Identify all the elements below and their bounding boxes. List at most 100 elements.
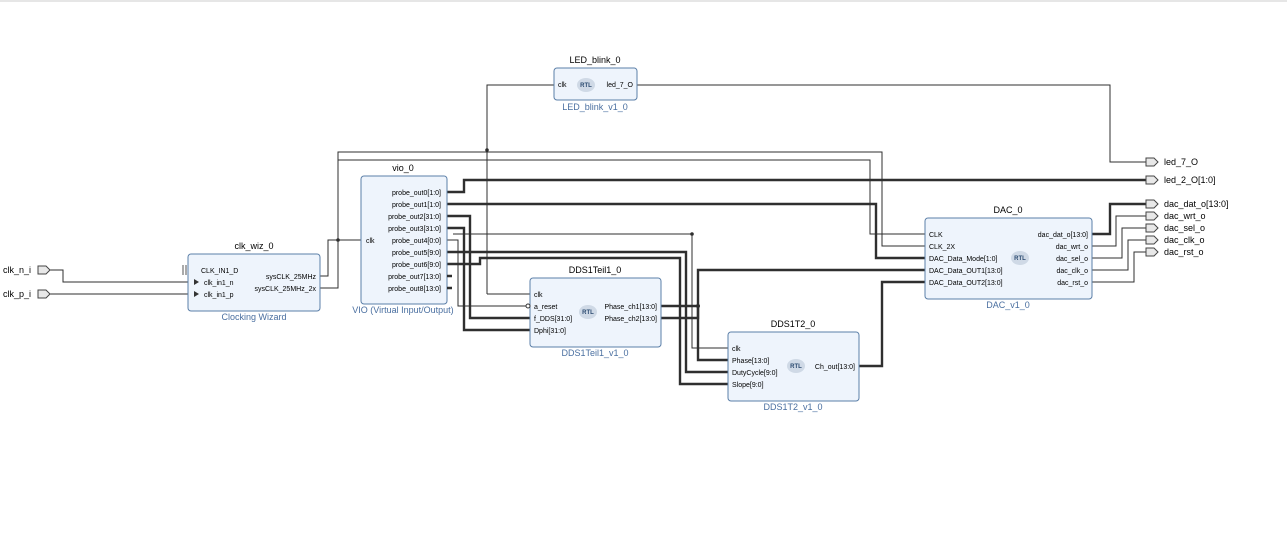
port-arrow-icon (1145, 175, 1159, 185)
wire-dac-dat (1092, 202, 1146, 236)
wire-clk-n (49, 269, 196, 283)
wire-dac-sel (1092, 227, 1146, 259)
svg-text:RTL: RTL (582, 310, 594, 316)
pin-clk: CLK (929, 232, 943, 239)
block-dac[interactable]: DAC_0 CLK CLK_2X DAC_Data_Mode[1:0] DAC_… (924, 205, 1093, 310)
port-label: led_2_O[1:0] (1164, 175, 1216, 185)
port-arrow-icon (1145, 247, 1159, 257)
pin-dac-wrt-o: dac_wrt_o (1056, 244, 1088, 251)
port-arrow-icon (37, 289, 51, 299)
wire-dac-clk (1092, 239, 1146, 271)
port-label: clk_n_i (3, 265, 31, 275)
pin-clk: clk (558, 82, 567, 89)
block-dds1t2[interactable]: DDS1T2_0 clk Phase[13:0] DutyCycle[9:0] … (727, 319, 860, 412)
wire-probe6 (447, 256, 728, 386)
rtl-icon: RTL (579, 305, 597, 319)
pin-dac-data-out2: DAC_Data_OUT2[13:0] (929, 280, 1003, 287)
external-input-clk-n[interactable]: clk_n_i (3, 265, 51, 275)
external-output-dac-sel[interactable]: dac_sel_o (1145, 223, 1205, 233)
external-output-dac-clk[interactable]: dac_clk_o (1145, 235, 1205, 245)
wire-led7 (637, 84, 1146, 163)
external-input-clk-p[interactable]: clk_p_i (3, 289, 51, 299)
wire-junction (690, 232, 694, 236)
pin-ch-out: Ch_out[13:0] (815, 364, 855, 371)
port-arrow-icon (1145, 223, 1159, 233)
bus-interface-icon (182, 265, 187, 275)
wire-clk-led (338, 159, 925, 235)
pin-sysclk-25mhz: sysCLK_25MHz (266, 274, 317, 281)
pin-dac-data-out1: DAC_Data_OUT1[13:0] (929, 268, 1003, 275)
pin-dac-data-mode: DAC_Data_Mode[1:0] (929, 256, 998, 263)
pin-phase-ch2: Phase_ch2[13:0] (604, 316, 657, 323)
pin-probe-out1: probe_out1[1:0] (392, 202, 441, 209)
top-divider (0, 0, 1287, 2)
svg-text:RTL: RTL (580, 83, 592, 89)
pin-a-reset: a_reset (534, 304, 557, 311)
expand-arrow-icon (194, 279, 199, 285)
wire-led-clk-in (486, 84, 554, 294)
external-output-dac-rst[interactable]: dac_rst_o (1145, 247, 1204, 257)
wire-sysclk-25mhz (320, 239, 366, 277)
unconnected-stubs (447, 274, 452, 290)
instance-name: clk_wiz_0 (234, 241, 273, 251)
port-arrow-icon (1145, 157, 1159, 167)
wire-probe3 (447, 226, 530, 332)
external-output-led2[interactable]: led_2_O[1:0] (1145, 175, 1216, 185)
block-clk-wiz[interactable]: clk_wiz_0 CLK_IN1_D clk_in1_n clk_in1_p … (182, 241, 321, 322)
pin-phase: Phase[13:0] (732, 358, 769, 365)
instance-name: DAC_0 (993, 205, 1022, 215)
wire-phase-ch1 (661, 304, 728, 362)
port-arrow-icon (1145, 235, 1159, 245)
pin-probe-out8: probe_out8[13:0] (388, 286, 441, 293)
port-arrow-icon (37, 265, 51, 275)
pin-slope: Slope[9:0] (732, 382, 764, 389)
wire-ch-out (859, 280, 925, 368)
pin-dac-sel-o: dac_sel_o (1056, 256, 1088, 263)
external-output-dac-wrt[interactable]: dac_wrt_o (1145, 211, 1206, 221)
port-arrow-icon (1145, 199, 1159, 209)
pin-clk-in1-p: clk_in1_p (204, 292, 234, 299)
wires (49, 84, 1146, 386)
wire-probe2 (447, 214, 530, 320)
pin-probe-out5: probe_out5[9:0] (392, 250, 441, 257)
pin-probe-out2: probe_out2[31:0] (388, 214, 441, 221)
module-name: DDS1Teil1_v1_0 (561, 348, 628, 358)
port-label: dac_sel_o (1164, 223, 1205, 233)
external-output-dac-dat[interactable]: dac_dat_o[13:0] (1145, 199, 1229, 209)
port-label: clk_p_i (3, 289, 31, 299)
block-body (924, 217, 1093, 300)
instance-name: DDS1Teil1_0 (569, 265, 622, 275)
instance-name: DDS1T2_0 (771, 319, 816, 329)
pin-dac-clk-o: dac_clk_o (1056, 268, 1088, 275)
pin-clk: clk (366, 238, 375, 245)
module-name: LED_blink_v1_0 (562, 102, 628, 112)
external-output-led7[interactable]: led_7_O (1145, 157, 1198, 167)
pin-dac-rst-o: dac_rst_o (1057, 280, 1088, 287)
port-label: dac_dat_o[13:0] (1164, 199, 1229, 209)
block-vio[interactable]: vio_0 clk probe_out0[1:0] probe_out1[1:0… (352, 163, 453, 315)
wire-phase-ch2 (661, 268, 925, 320)
rtl-icon: RTL (1011, 251, 1029, 265)
rtl-icon: RTL (787, 359, 805, 373)
rtl-icon: RTL (577, 78, 595, 92)
pin-f-dds: f_DDS[31:0] (534, 316, 572, 323)
block-dds1teil1[interactable]: DDS1Teil1_0 clk a_reset f_DDS[31:0] Dphi… (525, 265, 662, 358)
wire-dac-wrt (1092, 215, 1146, 247)
wire-dac-rst (1092, 251, 1146, 283)
port-label: led_7_O (1164, 157, 1198, 167)
svg-text:RTL: RTL (1014, 256, 1026, 262)
pin-clk: clk (534, 292, 543, 299)
wire-dds2-clk (453, 233, 728, 349)
port-label: dac_clk_o (1164, 235, 1205, 245)
pin-probe-out0: probe_out0[1:0] (392, 190, 441, 197)
module-name: Clocking Wizard (221, 312, 286, 322)
pin-probe-out6: probe_out6[9:0] (392, 262, 441, 269)
module-name: DAC_v1_0 (986, 300, 1030, 310)
port-label: dac_rst_o (1164, 247, 1204, 257)
pin-sysclk-25mhz-2x: sysCLK_25MHz_2x (255, 286, 317, 293)
instance-name: vio_0 (392, 163, 414, 173)
block-led-blink[interactable]: LED_blink_0 clk led_7_O RTL LED_blink_v1… (553, 55, 638, 112)
block-body (553, 67, 638, 101)
expand-arrow-icon (194, 291, 199, 297)
